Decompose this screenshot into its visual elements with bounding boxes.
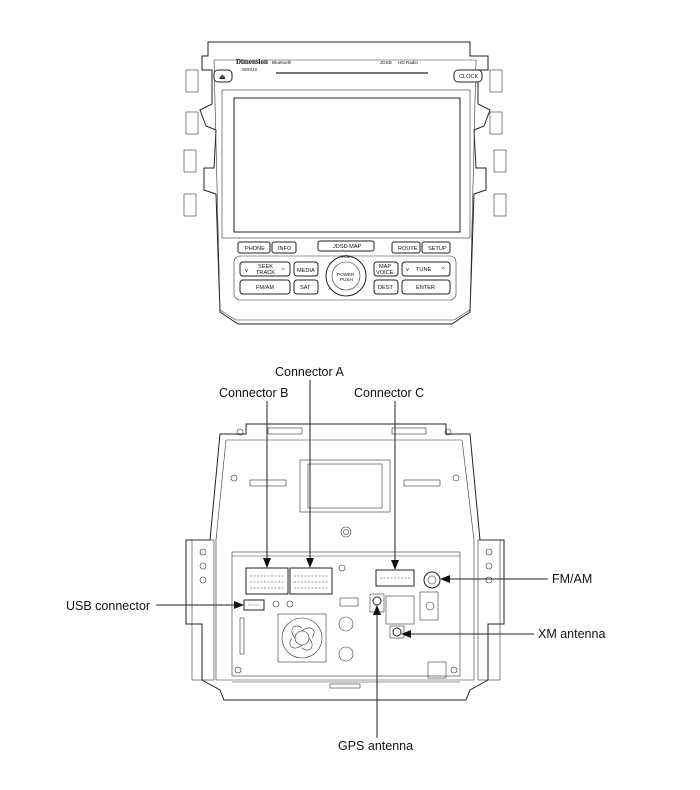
map-voice-label-2: VOICE [376,270,394,276]
xm-antenna-label: XM antenna [538,627,605,641]
sat-button[interactable] [293,279,319,295]
screen-frame [221,89,471,239]
eject-icon: ⏏ [219,73,226,81]
power-label: POWER [337,272,355,277]
brand-text: Dimension [236,58,268,66]
gps-antenna-jack[interactable] [372,596,382,606]
info-label: INFO [278,246,292,252]
route-label: ROUTE [398,246,418,252]
seek-down-icon: v [245,268,248,274]
rear-panel [185,423,505,701]
jdsd-map-button[interactable] [317,240,375,252]
clock-button[interactable] [453,69,483,83]
info-button[interactable] [271,241,297,254]
dest-label: DEST [378,285,394,291]
route-button[interactable] [391,241,421,254]
tune-down-icon: v [406,267,409,273]
screen [233,97,461,233]
tune-up-icon: ^ [442,267,445,273]
dest-button[interactable] [373,279,399,295]
fm-am-button-label: FM/AM [256,285,274,291]
usb-connector-label: USB connector [66,599,150,613]
seek-track-button[interactable] [239,261,291,277]
callouts: Connector A Connector B Connector C USB … [66,365,605,753]
seek-track-label-2: TRACK [256,270,275,276]
phone-button[interactable] [237,241,271,254]
setup-button[interactable] [421,241,451,254]
tune-button[interactable] [401,261,451,277]
clock-label: CLOCK [459,74,479,80]
enter-label: ENTER [416,285,435,291]
connector-b-label: Connector B [219,386,288,400]
connector-b[interactable] [245,567,289,595]
jdsd-map-label: JDSD MAP [333,244,362,250]
push-label: PUSH [340,277,353,282]
seek-up-icon: ^ [282,268,285,274]
enter-button[interactable] [401,279,451,295]
media-label: MEDIA [297,268,315,274]
setup-label: SETUP [428,246,447,252]
sirius-text: SIRIUS [242,67,257,72]
fm-am-label: FM/AM [552,572,592,586]
phone-label: PHONE [245,246,265,252]
map-voice-label: MAP [379,264,391,270]
cooling-fan [277,613,327,663]
xm-antenna-jack[interactable] [392,627,402,637]
hd-radio-text: HD Radio [398,60,418,65]
fm-am-jack[interactable] [423,571,441,589]
bluetooth-text: Bluetooth [272,60,292,65]
connector-a-label: Connector A [275,365,344,379]
cd-text: JDSD [380,60,393,65]
tune-label: TUNE [416,267,431,273]
map-voice-button[interactable] [373,261,399,277]
connector-a[interactable] [289,567,333,595]
vol-label: VOL [341,254,351,259]
front-panel: Dimension SIRIUS Bluetooth JDSD HD Radio… [183,41,507,325]
seek-track-label: SEEK [258,264,273,270]
fm-am-button[interactable] [239,279,291,295]
gps-antenna-label: GPS antenna [338,739,413,753]
sat-label: SAT [300,285,311,291]
eject-button[interactable] [213,69,233,83]
media-button[interactable] [293,261,319,277]
connector-c-label: Connector C [354,386,424,400]
